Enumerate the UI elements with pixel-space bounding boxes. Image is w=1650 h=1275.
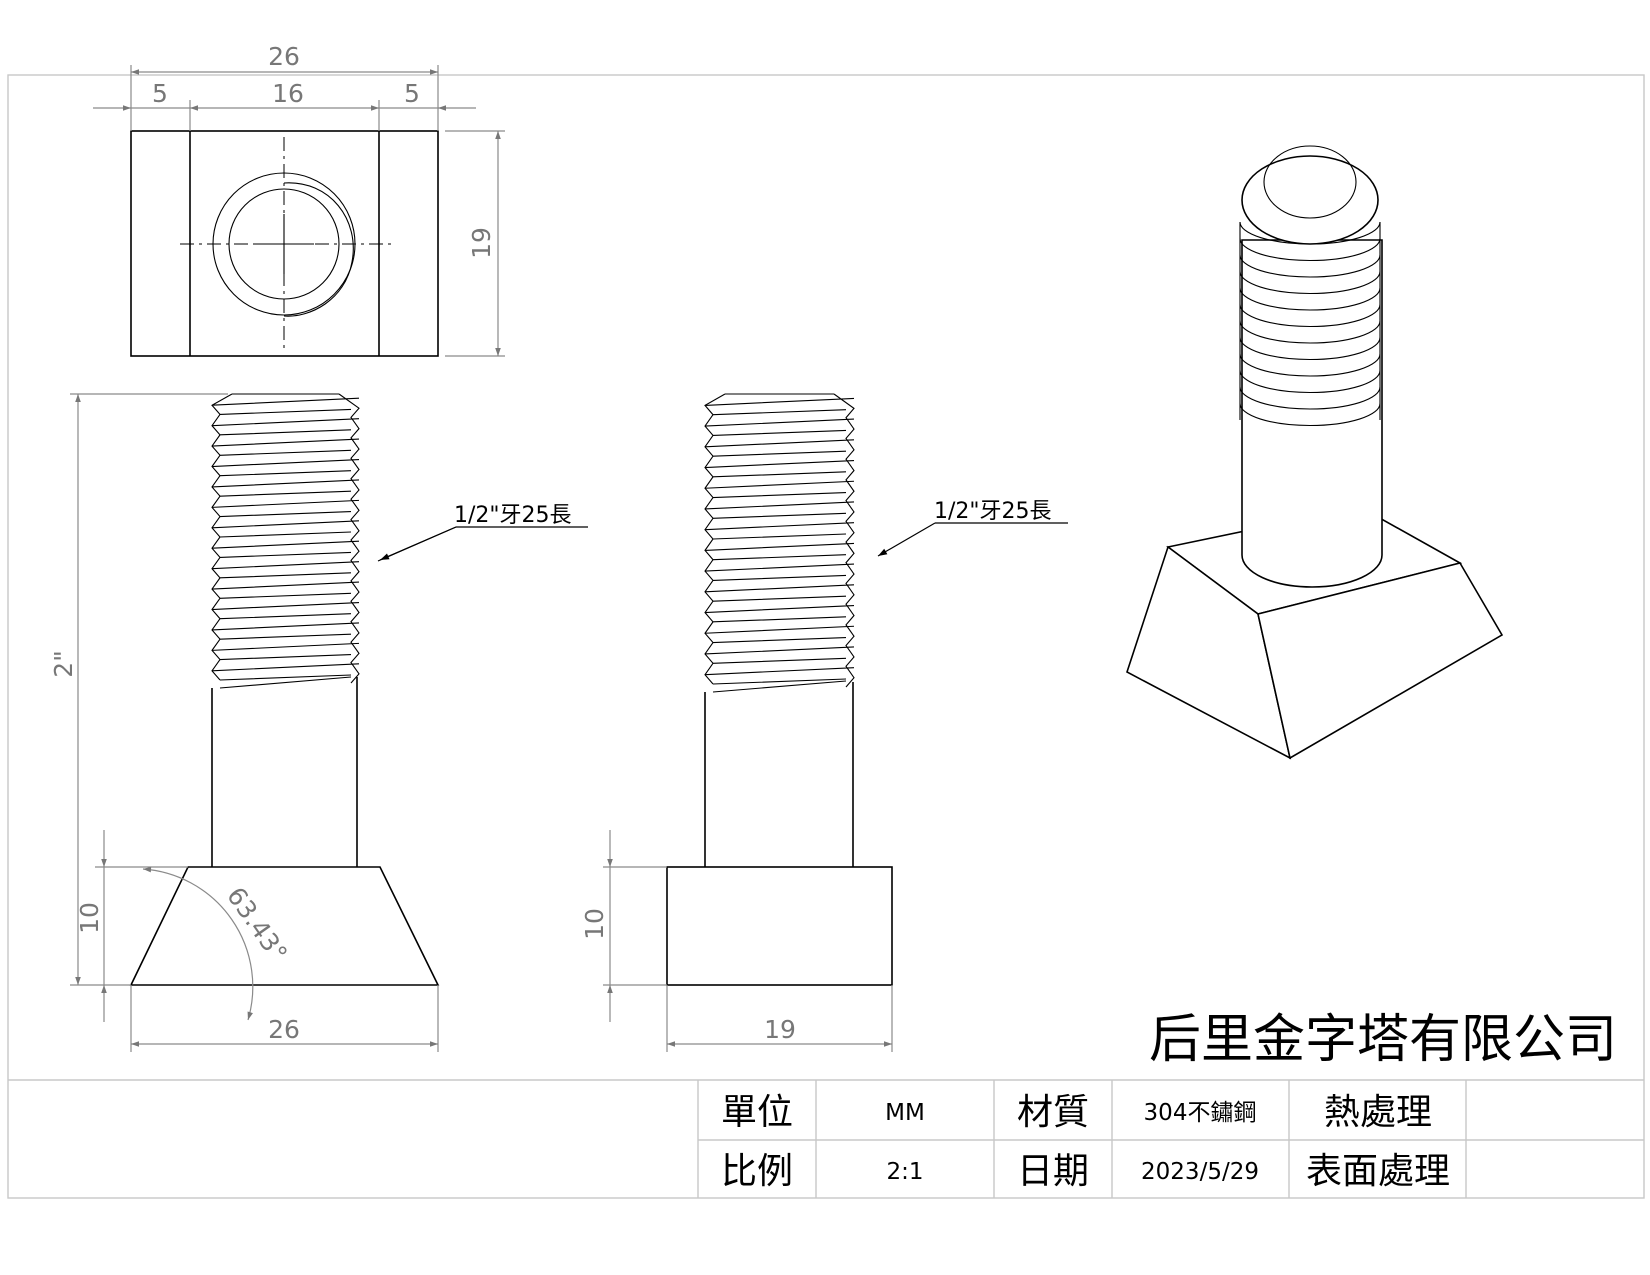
- thread-crest-line: [211, 663, 360, 681]
- thread-crest-line: [704, 439, 855, 457]
- date-value: 2023/5/29: [1141, 1159, 1259, 1185]
- dim-front-overall-length: 2": [49, 650, 78, 677]
- dim-top-center-width: 16: [272, 79, 304, 108]
- dim-top-left-offset: 5: [152, 79, 168, 108]
- thread-crest-line: [211, 438, 360, 456]
- top-view: [130, 130, 439, 357]
- iso-thread-ring: [1239, 304, 1381, 328]
- thread-crest-line: [704, 646, 855, 664]
- thread-note-front: 1/2"牙25長: [454, 503, 572, 528]
- dim-front-head-height: 10: [75, 902, 104, 934]
- isometric-view: [1126, 145, 1504, 760]
- date-label: 日期: [1017, 1151, 1089, 1192]
- iso-thread-ring: [1239, 353, 1381, 377]
- thread-profile-right: [338, 393, 360, 684]
- thread-profile-right: [833, 393, 855, 688]
- thread-crest-line: [211, 642, 360, 661]
- thread-crest-line: [704, 625, 855, 644]
- title-block: 單位 MM 材質 304不鏽鋼 熱處理 比例 2:1 日期 2023/5/29 …: [8, 1079, 1644, 1198]
- iso-thread-ring: [1239, 386, 1381, 410]
- dim-side-base-width: 19: [764, 1015, 796, 1044]
- dim-front-base-width: 26: [268, 1015, 300, 1044]
- thread-crest-line: [211, 601, 360, 620]
- material-label: 材質: [1017, 1092, 1089, 1133]
- material-value: 304不鏽鋼: [1144, 1100, 1257, 1126]
- thread-note-side: 1/2"牙25長: [934, 499, 1052, 524]
- thread-crest-line: [211, 540, 360, 558]
- top-view-dimensions: 26 5 16 5 19: [93, 42, 505, 357]
- dim-top-height: 19: [467, 227, 496, 259]
- thread-side: [704, 393, 855, 693]
- scale-label: 比例: [721, 1151, 793, 1192]
- iso-thread-sides: [1239, 222, 1381, 420]
- thread-crest-line: [704, 397, 855, 416]
- scale-value: 2:1: [886, 1159, 923, 1185]
- thread-crest-line: [211, 479, 360, 497]
- thread-crest-line: [704, 480, 855, 499]
- side-view-dimensions: 10 19 1/2"牙25長: [580, 499, 1068, 1052]
- company-name: 后里金字塔有限公司: [1149, 1010, 1617, 1070]
- unit-label: 單位: [721, 1092, 793, 1133]
- iso-thread-ring: [1239, 287, 1381, 311]
- dim-top-overall-width: 26: [268, 42, 300, 71]
- iso-thread-ring: [1239, 254, 1381, 278]
- thread-crest-line: [704, 563, 855, 581]
- thread-crest-line: [704, 542, 855, 561]
- iso-thread-ring: [1239, 337, 1381, 361]
- thread-crest-line: [211, 561, 360, 579]
- thread-crest-line: [704, 584, 855, 602]
- thread-crest-line: [704, 418, 855, 436]
- thread-crest-line: [704, 604, 855, 623]
- iso-thread-ring: [1239, 320, 1381, 344]
- thread-runout: [219, 676, 352, 689]
- thread-front: [211, 393, 360, 689]
- thread-crest-line: [211, 622, 360, 640]
- thread-crest-line: [211, 397, 360, 415]
- heat-treatment-label: 熱處理: [1324, 1092, 1432, 1133]
- thread-crest-line: [211, 499, 360, 518]
- iso-thread-ring: [1239, 238, 1381, 262]
- thread-crest-line: [704, 667, 855, 685]
- thread-crest-line: [704, 522, 855, 540]
- thread-crest-line: [211, 458, 360, 477]
- thread-crest-line: [211, 418, 360, 436]
- unit-value: MM: [885, 1100, 925, 1126]
- iso-threads: [1239, 221, 1381, 427]
- thread-crest-line: [704, 501, 855, 519]
- iso-thread-ring: [1239, 370, 1381, 394]
- dim-top-right-offset: 5: [404, 79, 420, 108]
- dim-side-head-height: 10: [580, 908, 609, 940]
- thread-crest-line: [211, 581, 360, 599]
- side-view: [666, 393, 893, 986]
- front-view: [129, 393, 440, 986]
- thread-crest-line: [704, 459, 855, 478]
- iso-thread-ring: [1239, 403, 1381, 427]
- thread-runout: [712, 680, 847, 693]
- surface-treatment-label: 表面處理: [1306, 1151, 1450, 1192]
- thread-crest-line: [211, 520, 360, 538]
- sheet-border: [7, 74, 1645, 1199]
- iso-thread-ring: [1239, 271, 1381, 295]
